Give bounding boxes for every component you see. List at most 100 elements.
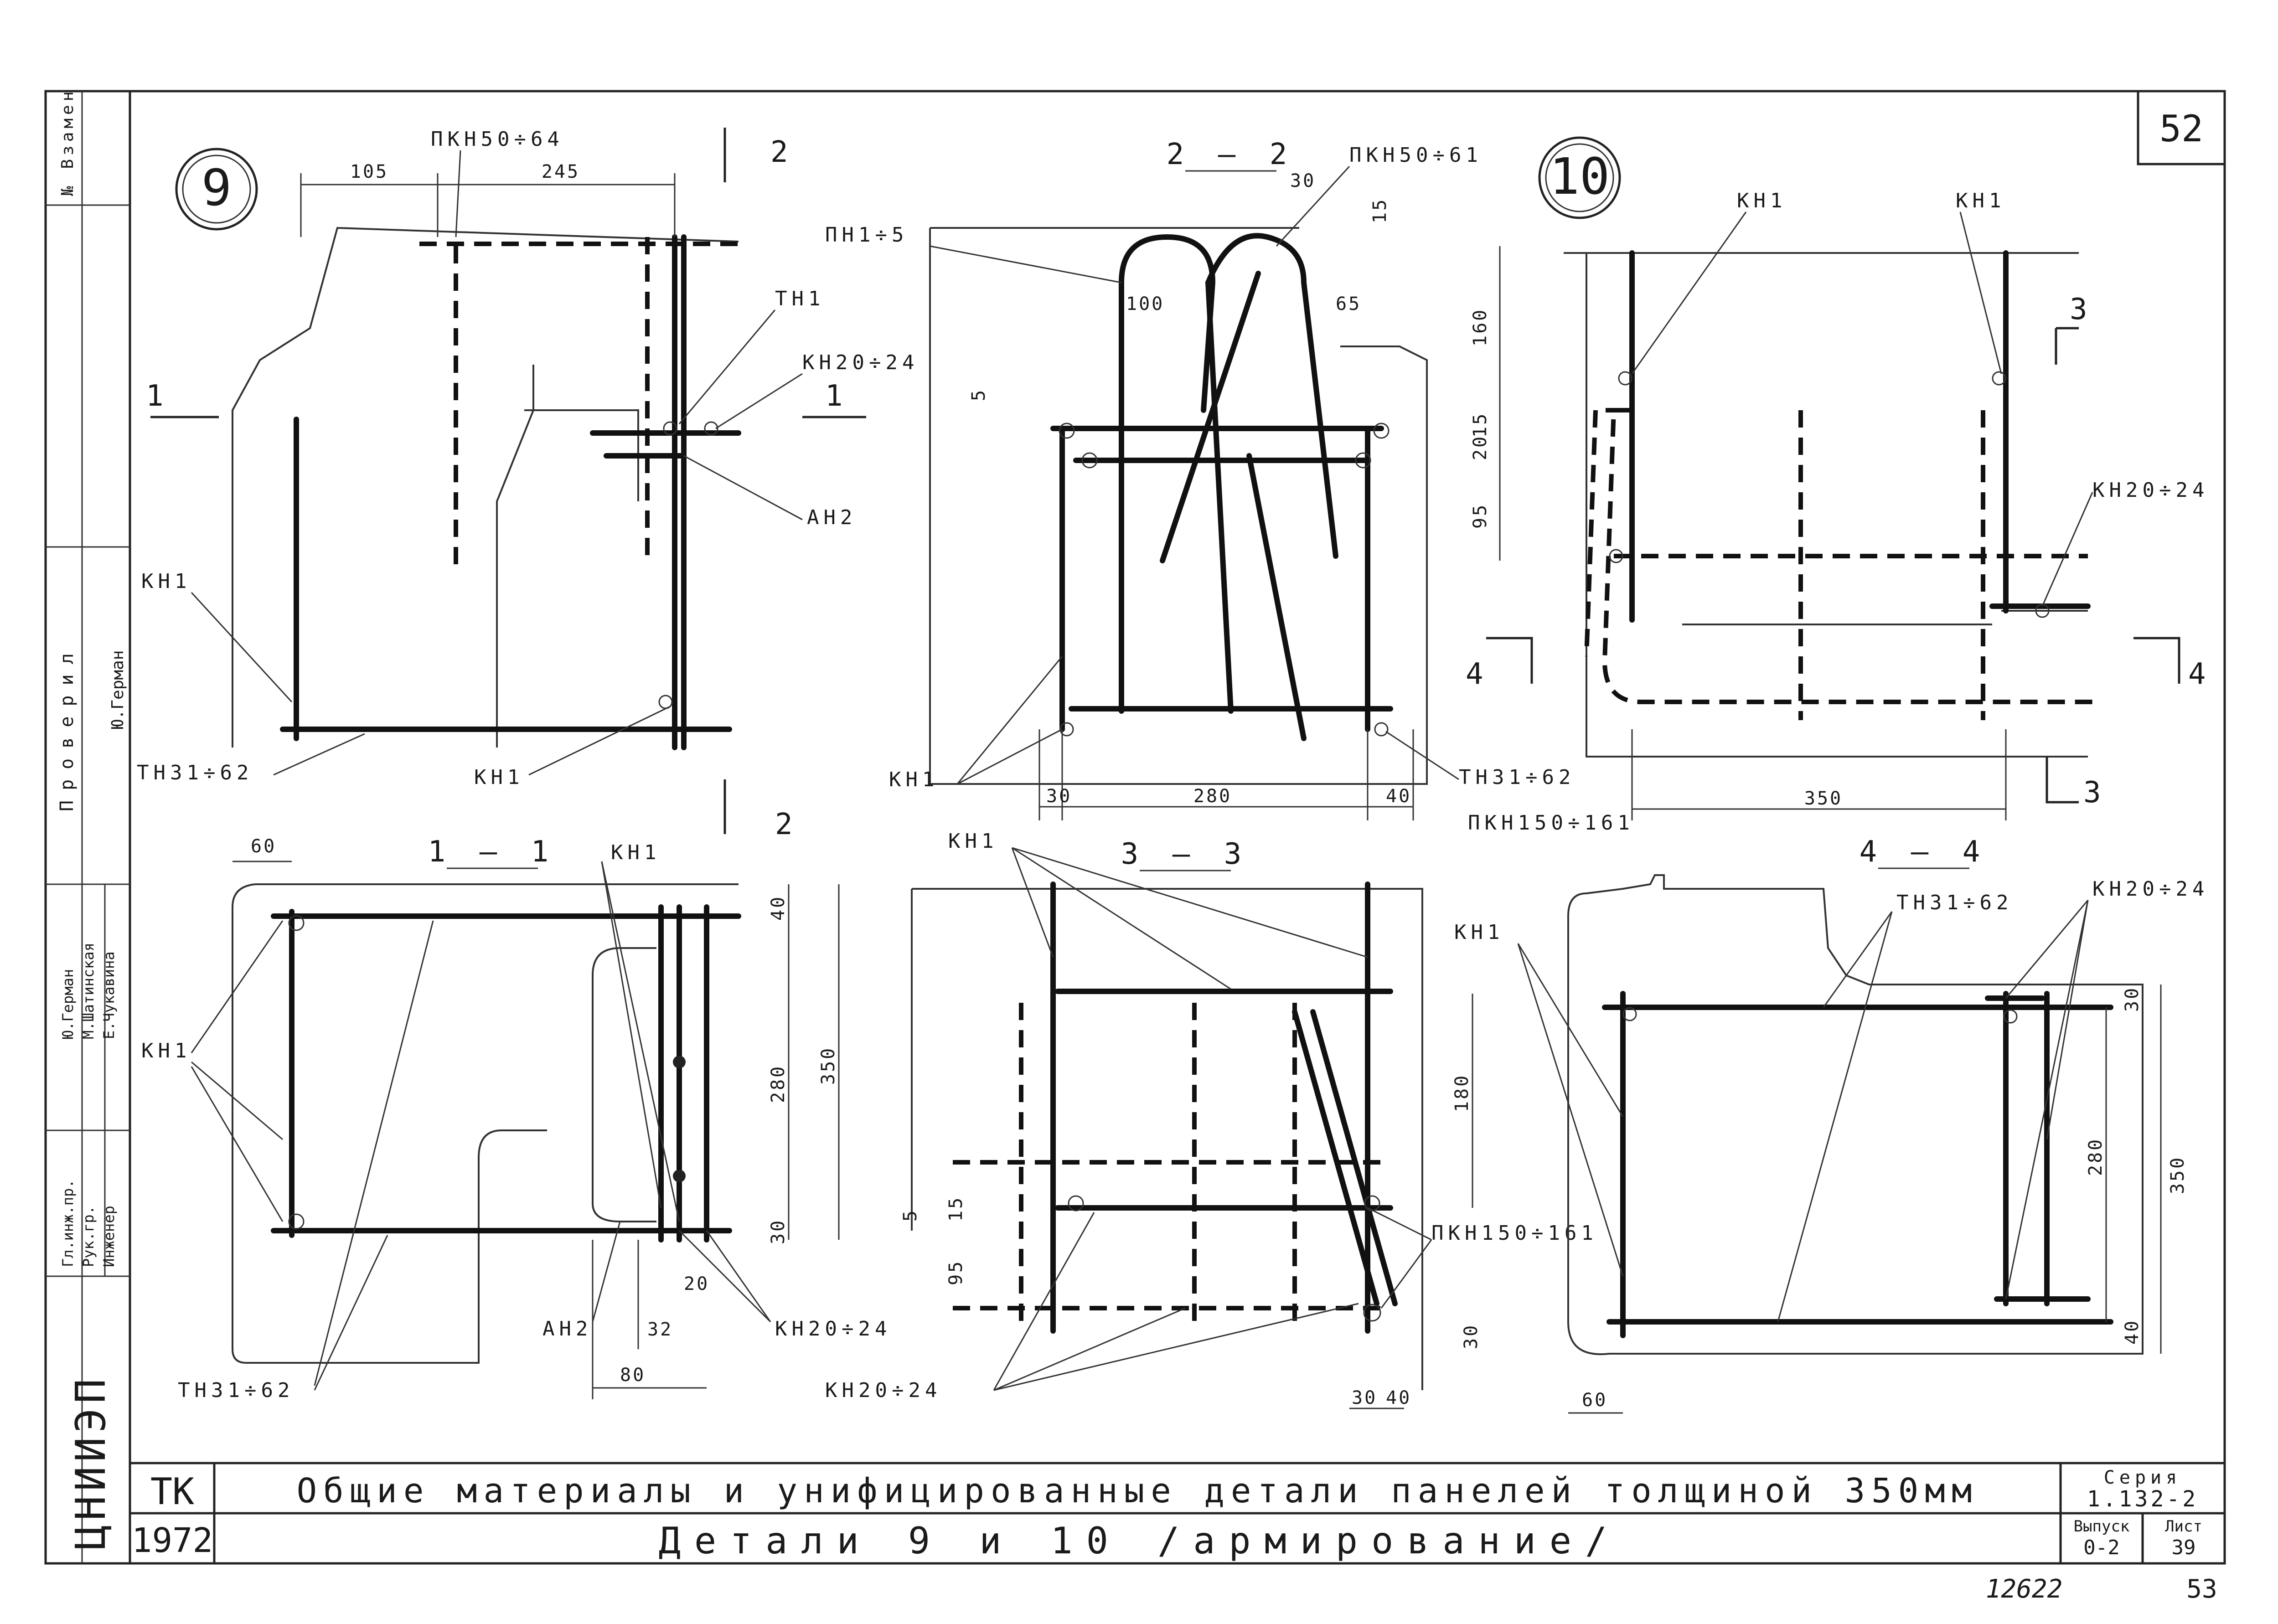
detail-9-number: 9 — [201, 159, 232, 217]
replace-label: № Взамен — [58, 88, 77, 196]
dim-180: 180 — [1452, 1074, 1472, 1112]
dim-40: 40 — [2122, 1319, 2143, 1345]
title-line-1: Общие материалы и унифицированные детали… — [297, 1471, 1978, 1511]
label-kn: КН20÷24 — [802, 351, 919, 374]
label-tn1: ТН1 — [775, 287, 825, 310]
cut-mark-3-top: 3 — [2070, 293, 2096, 326]
dim-95: 95 — [1470, 503, 1491, 529]
detail-9: 9 105 245 ПКН50÷64 ТН1 КН20÷24 АН2 КН — [137, 128, 919, 841]
name-1: Ю.Герман — [59, 969, 77, 1039]
label-kn: КН20÷24 — [2092, 877, 2209, 901]
label-kn1-b: КН1 — [474, 766, 524, 789]
dim-40: 40 — [1386, 1387, 1411, 1408]
dim-5: 5 — [900, 1209, 921, 1222]
label-kn1-a: КН1 — [611, 841, 661, 864]
name-3: Е.Чукавина — [100, 951, 118, 1039]
dim-245: 245 — [542, 161, 580, 182]
left-stamp-strip: № Взамен Проверил Ю.Герман Гл.инж.пр. Ру… — [46, 88, 130, 1563]
section-3-3: 3 — 3 180 5 15 95 30 30 40 КН1 ПКН150÷16… — [825, 830, 1598, 1409]
label-kn1: КН1 — [889, 768, 939, 791]
section-2-2-title: 2 — 2 — [1167, 138, 1296, 171]
detail-10: 10 350 КН1 КН1 КН20÷24 3 3 4 4 — [1466, 136, 2214, 820]
dim-280: 280 — [768, 1065, 789, 1103]
dim-80: 80 — [620, 1365, 646, 1386]
label-kn: КН20÷24 — [775, 1317, 891, 1340]
label-an2: АН2 — [807, 506, 857, 529]
label-tn: ТН31÷62 — [1459, 766, 1575, 789]
detail-9-marker — [175, 148, 258, 231]
sheet-value: 39 — [2172, 1536, 2196, 1559]
code: ТК — [150, 1470, 194, 1513]
dim-350: 350 — [1804, 788, 1843, 809]
section-1-1: 1 — 1 60 40 280 350 30 20 32 80 КН1 КН1 — [141, 835, 891, 1402]
label-tn: ТН31÷62 — [1896, 891, 2013, 914]
title-line-2: Детали 9 и 10 /армирование/ — [659, 1520, 1621, 1562]
dim-40: 40 — [768, 895, 789, 921]
cut-mark-1-left: 1 — [146, 379, 172, 413]
dim-95: 95 — [945, 1260, 966, 1285]
label-tn: ТН31÷62 — [137, 761, 253, 784]
section-4-4-title: 4 — 4 — [1860, 835, 1989, 869]
dim-15b: 15 — [1470, 412, 1491, 438]
dim-20: 20 — [1470, 435, 1491, 460]
dim-30: 30 — [1461, 1324, 1482, 1349]
issue-label: Выпуск — [2074, 1517, 2130, 1536]
label-kn1-a: КН1 — [141, 570, 191, 593]
detail-10-number: 10 — [1550, 147, 1610, 206]
label-kn: КН20÷24 — [2092, 479, 2209, 502]
cut-mark-3-bottom: 3 — [2083, 776, 2109, 809]
year: 1972 — [132, 1521, 213, 1560]
inventory-number: 12622 — [1986, 1574, 2063, 1604]
org-name: ЦНИИЭП — [67, 1374, 115, 1550]
dim-65: 65 — [1336, 294, 1361, 314]
section-2-2: 2 — 2 160 20 15 95 15 30 100 65 5 — [825, 138, 1634, 835]
dim-100: 100 — [1126, 294, 1164, 314]
dim-30: 30 — [1290, 170, 1316, 191]
sheet-border — [44, 90, 2226, 1565]
section-3-3-title: 3 — 3 — [1121, 837, 1250, 871]
sheet-number-box — [2137, 90, 2226, 165]
role-3: Инженер — [100, 1206, 118, 1267]
dim-15: 15 — [1369, 198, 1390, 223]
label-kn: КН20÷24 — [825, 1379, 941, 1402]
label-kn1-b: КН1 — [141, 1039, 191, 1062]
series-value: 1.132-2 — [2087, 1486, 2198, 1512]
checked-label: Проверил — [57, 643, 77, 811]
label-an2: АН2 — [542, 1317, 592, 1340]
page-number: 53 — [2186, 1574, 2217, 1604]
label-tn: ТН31÷62 — [178, 1379, 294, 1402]
label-kn1: КН1 — [1454, 921, 1504, 944]
cut-mark-4-left: 4 — [1466, 657, 1492, 691]
dim-60: 60 — [251, 836, 276, 857]
sheet-label: Лист — [2165, 1517, 2202, 1536]
sheet-number: 52 — [2159, 108, 2203, 150]
role-2: Рук.гр. — [80, 1206, 97, 1267]
section-4-4: 4 — 4 30 280 350 40 60 ТН31÷62 КН1 КН20÷… — [1454, 835, 2209, 1414]
label-pn: ПН1÷5 — [825, 223, 908, 247]
dim-160: 160 — [1470, 308, 1491, 346]
detail-10-marker — [1538, 136, 1621, 219]
dim-15: 15 — [945, 1196, 966, 1222]
dim-30: 30 — [2122, 986, 2143, 1012]
label-pkn: ПКН50÷61 — [1349, 144, 1483, 167]
label-pkn150: ПКН150÷161 — [1468, 811, 1634, 835]
cut-mark-4-right: 4 — [2188, 657, 2214, 691]
dim-5: 5 — [968, 388, 989, 401]
cut-mark-2-top: 2 — [770, 135, 796, 169]
title-block: ТК 1972 Общие материалы и унифицированны… — [130, 1462, 2225, 1563]
section-1-1-title: 1 — 1 — [428, 835, 557, 869]
series-label: Серия — [2104, 1467, 2181, 1488]
name-2: М.Шатинская — [80, 943, 97, 1039]
dim-350: 350 — [818, 1047, 839, 1085]
role-1: Гл.инж.пр. — [59, 1179, 77, 1267]
dim-30b: 30 — [1046, 786, 1072, 807]
dim-32: 32 — [647, 1319, 673, 1340]
cut-mark-2-bottom: 2 — [775, 808, 801, 841]
dim-40: 40 — [1386, 786, 1411, 807]
label-pkn: ПКН150÷161 — [1431, 1222, 1598, 1245]
dim-280: 280 — [1193, 786, 1232, 807]
dim-20: 20 — [684, 1273, 709, 1294]
dim-30b: 30 — [1352, 1387, 1377, 1408]
dim-350: 350 — [2167, 1156, 2188, 1194]
